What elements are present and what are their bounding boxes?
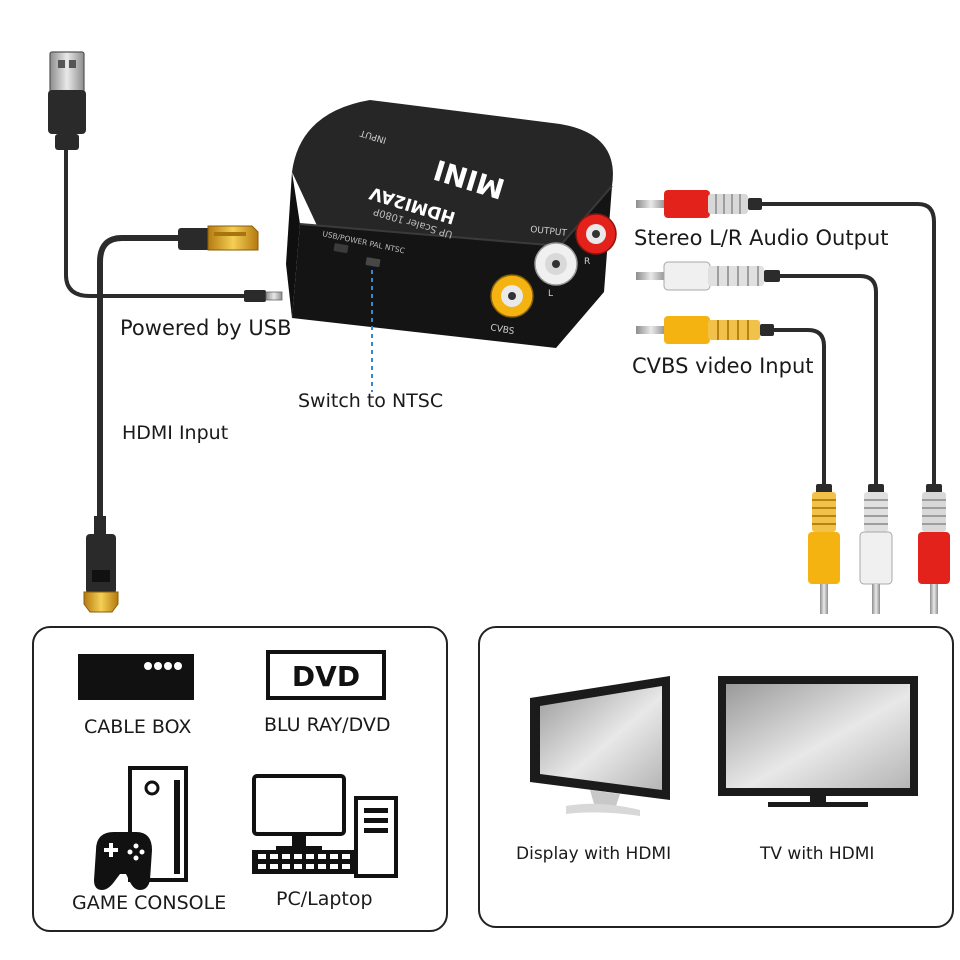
rca-cables bbox=[758, 202, 936, 488]
bluray-dvd-label: BLU RAY/DVD bbox=[264, 714, 391, 736]
pc-monitor-icon bbox=[252, 774, 346, 852]
cable-box-label: CABLE BOX bbox=[84, 716, 192, 738]
usb-a-plug bbox=[48, 51, 86, 150]
gamepad-icon bbox=[94, 832, 152, 890]
tv-hdmi-label: TV with HDMI bbox=[760, 844, 875, 864]
hdmi-display-icon bbox=[530, 676, 670, 816]
pc-laptop-label: PC/Laptop bbox=[276, 888, 373, 910]
display-devices-panel bbox=[478, 626, 954, 928]
device-output-label: OUTPUT bbox=[530, 225, 568, 239]
hdmi-plug-device-end bbox=[178, 225, 259, 251]
hdmi-tv-icon bbox=[718, 676, 918, 807]
cvbs-video-label: CVBS video Input bbox=[632, 354, 814, 378]
device-jack-red bbox=[575, 213, 617, 255]
device-jack-yellow bbox=[490, 274, 534, 318]
hdmi-input-label: HDMI Input bbox=[122, 422, 229, 444]
ntsc-switch-label: Switch to NTSC bbox=[298, 390, 444, 412]
rca-plug-yellow-vertical bbox=[808, 484, 840, 614]
device-r-label: R bbox=[584, 257, 590, 267]
device-l-label: L bbox=[548, 289, 553, 299]
hdmi-input-cable bbox=[97, 235, 191, 523]
rca-plug-red-vertical bbox=[918, 484, 950, 614]
pc-tower-icon bbox=[354, 796, 398, 878]
usb-power-label: Powered by USB bbox=[120, 316, 292, 340]
rca-plug-white-horizontal bbox=[636, 261, 780, 291]
rca-plug-red-horizontal bbox=[636, 190, 762, 218]
hdmi-plug-source-end bbox=[83, 516, 119, 613]
converter-device: MINI HDMI2AV UP Scaler 1080P INPUT OUTPU… bbox=[286, 100, 617, 348]
device-cvbs-label: CVBS bbox=[489, 323, 515, 337]
display-hdmi-label: Display with HDMI bbox=[516, 844, 672, 864]
usb-power-cable bbox=[64, 146, 250, 298]
device-usb-port bbox=[333, 243, 349, 254]
keyboard-icon bbox=[252, 850, 356, 874]
stereo-audio-label: Stereo L/R Audio Output bbox=[634, 226, 889, 250]
source-devices-panel bbox=[32, 626, 448, 932]
cable-box-icon bbox=[78, 654, 194, 700]
dvd-player-icon: DVD bbox=[266, 650, 386, 700]
rca-plug-white-vertical bbox=[859, 484, 893, 614]
micro-usb-plug bbox=[244, 290, 283, 302]
game-console-label: GAME CONSOLE bbox=[72, 892, 227, 914]
rca-plug-yellow-horizontal bbox=[636, 316, 774, 344]
device-jack-white bbox=[534, 242, 578, 286]
device-ntsc-switch bbox=[365, 257, 381, 268]
dvd-logo-text: DVD bbox=[292, 660, 360, 693]
